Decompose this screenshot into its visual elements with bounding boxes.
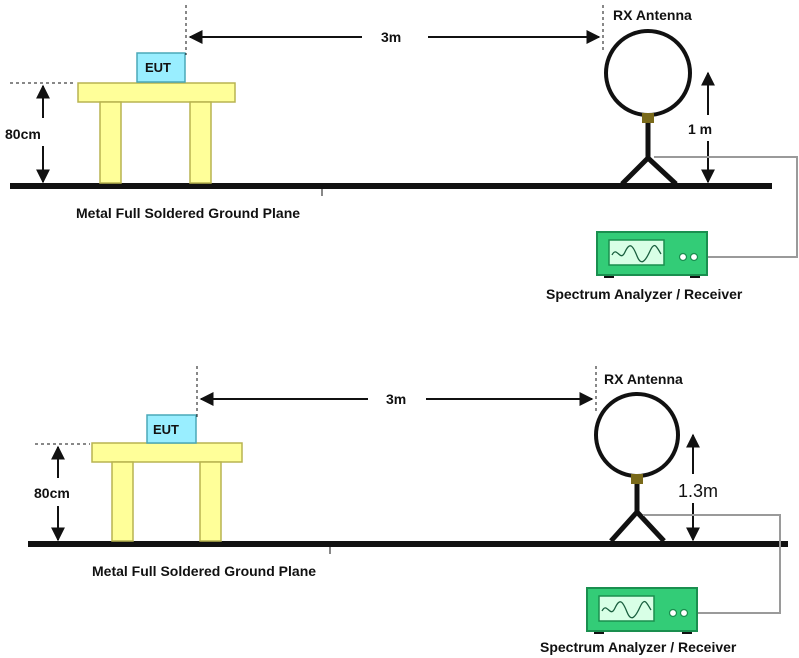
analyzer-label: Spectrum Analyzer / Receiver (540, 639, 737, 655)
antenna-height-label: 1.3m (678, 481, 718, 501)
tripod-leg-left (609, 510, 639, 543)
table-height-label: 80cm (5, 126, 41, 142)
antenna-height-label: 1 m (688, 121, 712, 137)
table-leg-right (189, 101, 212, 184)
table-top (91, 442, 243, 463)
waveform-icon (601, 600, 652, 619)
tripod-leg-right (646, 156, 678, 186)
tripod-leg-right (635, 510, 666, 543)
loop-antenna-icon (604, 29, 692, 117)
rx-antenna (594, 392, 680, 543)
table-leg-right (199, 461, 222, 542)
analyzer-knob-2 (679, 608, 689, 618)
antenna-label: RX Antenna (613, 7, 692, 23)
spectrum-analyzer (596, 231, 708, 278)
analyzer-label: Spectrum Analyzer / Receiver (546, 286, 743, 302)
eut-label: EUT (153, 422, 179, 437)
distance-label: 3m (386, 391, 406, 407)
diagram-1: Metal Full Soldered Ground Plane EUT 80c… (5, 5, 798, 302)
eut-box (136, 52, 186, 83)
analyzer-knob-1 (668, 608, 678, 618)
analyzer-screen (608, 239, 665, 266)
ground-plane-label: Metal Full Soldered Ground Plane (92, 563, 316, 579)
eut-box (146, 414, 197, 444)
table-leg-left (111, 461, 134, 542)
rx-antenna (604, 29, 692, 186)
waveform-icon (611, 244, 662, 263)
diagram-2: Metal Full Soldered Ground Plane EUT 80c… (28, 366, 788, 655)
loop-antenna-icon (594, 392, 680, 478)
eut-label: EUT (145, 60, 171, 75)
test-table (91, 442, 243, 542)
table-height-label: 80cm (34, 485, 70, 501)
table-leg-left (99, 101, 122, 184)
spectrum-analyzer (586, 587, 698, 634)
antenna-label: RX Antenna (604, 371, 683, 387)
table-top (77, 82, 236, 103)
antenna-mount (631, 474, 643, 484)
rf-cable (643, 514, 781, 614)
rf-cable (654, 156, 798, 258)
distance-label: 3m (381, 29, 401, 45)
analyzer-screen (598, 595, 655, 622)
analyzer-knob-1 (678, 252, 688, 262)
test-table (77, 82, 236, 184)
analyzer-knob-2 (689, 252, 699, 262)
ground-plane-label: Metal Full Soldered Ground Plane (76, 205, 300, 221)
antenna-mount (642, 113, 654, 123)
tripod-leg-left (620, 156, 650, 186)
